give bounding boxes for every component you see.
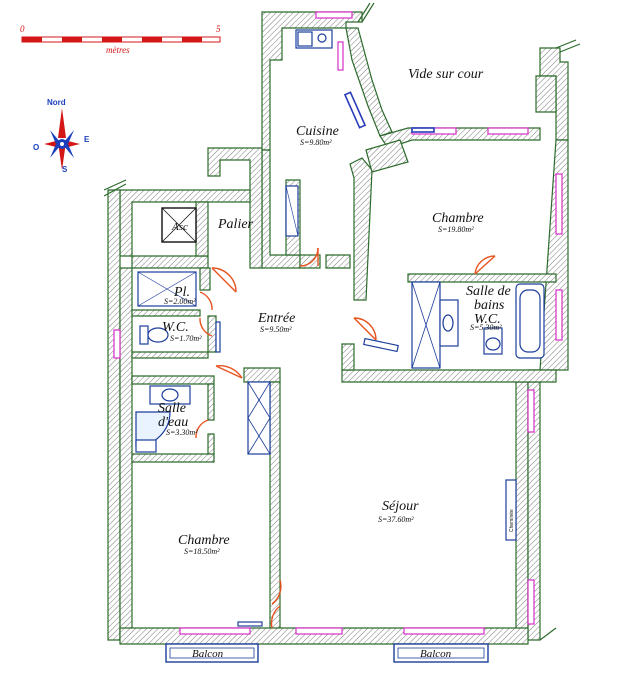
bedroom-2-area: S=18.50m² <box>184 547 220 556</box>
bathroom-area: S=5.30m² <box>470 323 502 332</box>
entrance-name: Entrée <box>257 311 295 326</box>
compass-north-label: Nord <box>47 98 66 107</box>
wc-area: S=1.70m² <box>170 334 202 343</box>
sejour-top-wall <box>341 369 557 383</box>
bedroom-1-name: Chambre <box>432 211 484 226</box>
living-room-area: S=37.60m² <box>378 515 414 524</box>
toilet-bowl <box>147 327 169 343</box>
fixtures: Cheminée <box>135 29 545 627</box>
wc-tank <box>139 325 149 345</box>
right-balcony-label: Balcon <box>420 648 452 660</box>
kitchen-area: S=9.80m² <box>300 138 332 147</box>
walls <box>103 2 581 645</box>
doors <box>195 247 496 629</box>
closet-area: S=2.00m² <box>164 297 196 306</box>
scale-unit-label: mètres <box>106 45 130 55</box>
shower-room-bottom-wall <box>131 453 215 463</box>
scale-end-label: 5 <box>216 24 221 34</box>
kitchen-name: Cuisine <box>296 124 339 139</box>
compass-rose: Nord E S O <box>33 98 90 174</box>
compass-west-label: O <box>33 143 39 152</box>
landing-name: Palier <box>217 217 254 232</box>
room-labels: Vide sur cour Cuisine S=9.80m² Chambre S… <box>158 67 511 556</box>
shower-room-area: S=3.30m² <box>166 428 198 437</box>
living-room-name: Séjour <box>382 499 419 514</box>
entrance-closet <box>247 381 271 455</box>
windows <box>113 11 563 635</box>
landing-wall <box>207 147 263 269</box>
kitchen-diagonal-wall <box>345 27 393 137</box>
left-balcony-label: Balcon <box>192 648 224 660</box>
bedroom-corner-wall <box>365 139 409 173</box>
closet-name: Pl. <box>173 285 190 300</box>
compass-north-needle <box>58 108 66 138</box>
bathroom-name-line3: W.C. <box>474 312 501 327</box>
entrance-area: S=9.50m² <box>260 325 292 334</box>
shower-room-name-line1: Salle <box>158 401 186 416</box>
compass-south-needle <box>58 142 66 170</box>
fireplace <box>505 479 517 541</box>
bedroom-sejour-partition <box>269 381 281 631</box>
bathroom-top-wall <box>407 273 557 283</box>
scale-bar: 0 5 mètres <box>20 24 221 55</box>
fireplace-label: Cheminée <box>509 509 515 532</box>
elevator-name: Asc <box>171 221 188 233</box>
bedroom-1-area: S=19.80m² <box>438 225 474 234</box>
courtyard-label: Vide sur cour <box>408 67 484 82</box>
balconies: Balcon Balcon <box>165 643 489 663</box>
compass-east-label: E <box>84 135 90 144</box>
shower-room-name-line2: d'eau <box>158 415 188 430</box>
left-exterior-wall <box>107 189 121 641</box>
bedroom-left-wall <box>349 157 373 301</box>
wc-name: W.C. <box>162 320 189 335</box>
bathroom-name-line2: bains <box>474 298 505 313</box>
bedroom-2-name: Chambre <box>178 533 230 548</box>
bathroom-name-line1: Salle de <box>466 284 511 299</box>
compass-south-label: S <box>62 165 68 174</box>
scale-start-label: 0 <box>20 24 25 34</box>
